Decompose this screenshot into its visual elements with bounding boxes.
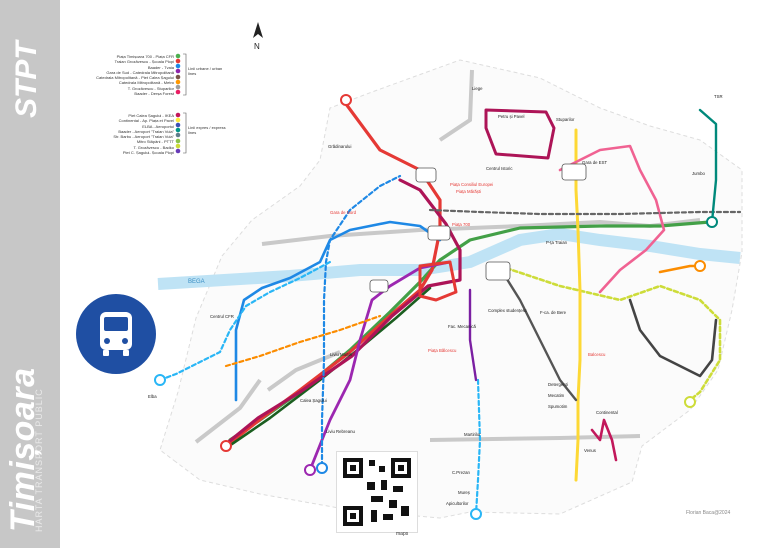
station-label: Spumotim (548, 404, 568, 409)
pink-line (558, 144, 666, 294)
legend-entry: Mitro Stăpâni - PTTT (136, 139, 174, 145)
legend-urban-title: Linii urbane / urban lines (188, 66, 223, 76)
legend-entry: T. Grozăvescu - Stuparilor (127, 85, 174, 91)
station-label: Piața Mărăști (456, 189, 481, 194)
bus-icon (76, 294, 156, 374)
orange-express-line (224, 314, 382, 368)
station-label: Piața Bălcescu (428, 348, 457, 353)
station-label: Calea Șagului (300, 398, 327, 403)
station-label: F-ca. de Bere (540, 310, 567, 315)
north-arrow-icon: N (250, 20, 266, 52)
station-label: Gara de EST (582, 160, 607, 165)
purple-south-line (468, 288, 478, 382)
transit-lines (158, 102, 742, 516)
station-label: C.Prezan (452, 470, 471, 475)
legend-entry: Traian Grozăvescu - Școala Plopi (114, 59, 174, 65)
station-label: Gara de Nord (330, 210, 357, 215)
station-label: Centrul CFR (210, 314, 234, 319)
sidebar-banner: STPT HARTA TRANSPORT PUBLIC Timișoara (0, 0, 60, 548)
station-label: Liviu Rebreanu (326, 429, 356, 434)
legend-entry: Gara de Sud - Catedrala Mitropolitană (106, 69, 174, 75)
grey-express-line (428, 208, 742, 216)
magenta-south-line (590, 418, 618, 462)
legend-entry: Catedrala Mitropolitană - Piet Calea Șag… (96, 75, 174, 81)
lightblue-express-line (158, 260, 332, 382)
station-label: Petru și Pavel (498, 114, 525, 119)
legend-entry: Continental - Ap. Piața et Pavel (118, 118, 174, 124)
station-label: Stuparilor (556, 117, 575, 122)
qr-caption: maps (396, 531, 409, 537)
terminus-markers (154, 94, 718, 520)
magenta-line (224, 178, 462, 446)
station-label: Elba (148, 394, 157, 399)
city-boundary (159, 59, 743, 519)
station-label: Continental (596, 410, 618, 415)
station-label: Centrul Istoric (486, 166, 513, 171)
red-loop (418, 260, 458, 302)
station-label: Liviu Martin (330, 352, 353, 357)
station-label: Complex studențesc (488, 308, 528, 313)
darkgrey-south-line (498, 266, 578, 402)
legend-express-title: Linii expres / express lines (188, 125, 226, 135)
blue-line (234, 220, 442, 402)
darkgrey-line (628, 298, 718, 378)
station-label: Apicultorilor (446, 501, 469, 506)
river-bega (157, 227, 741, 290)
station-label: Detergenți (548, 382, 568, 387)
station-label: Mecatim (548, 393, 565, 398)
station-label: Mureș (458, 490, 470, 495)
station-label: Grădinarului (328, 144, 351, 149)
legend-entry: Piața Timișoara 700 - Piața CFR (116, 54, 174, 59)
qr-code[interactable] (336, 451, 418, 533)
station-label: Piața Consiliul Europei (450, 182, 493, 187)
legend-swatches (175, 53, 187, 154)
legend-urban: Piața Timișoara 700 - Piața CFR Traian G… (84, 54, 174, 96)
magenta-loop (484, 108, 556, 160)
station-label: Fac. Mecanică (448, 324, 477, 329)
legend-entry: ELBA - Aeroportul (142, 123, 174, 129)
legend-entry: T. Grozăvescu - Badko (133, 144, 174, 150)
legend-entry: Baader - Aeroport "Traian Vuia" (118, 128, 174, 134)
river-label: BEGA (188, 279, 205, 285)
yellow-line (574, 128, 582, 482)
station-labels: Grădinarului Liege Gara de Nord Piața Co… (148, 86, 723, 506)
station-label: Liege (472, 86, 483, 91)
station-label: P-ța Traian (546, 240, 568, 245)
station-label: Jumbo (692, 171, 706, 176)
lightblue-south-line (474, 378, 482, 516)
interchange-hubs (369, 163, 587, 293)
blue-express-line (320, 174, 402, 468)
station-label: Piața 700 (452, 222, 471, 227)
map-credit: Florian Baca@2024 (686, 510, 731, 516)
legend-express: Piet Calea Șagului - IKEA Continental - … (84, 113, 174, 155)
legend-entry: Baader - Tvaia (147, 64, 174, 70)
tsr-label: TSR (714, 94, 723, 99)
legend-entry: Piet Calea Șagului - IKEA (128, 113, 174, 118)
north-label: N (254, 42, 260, 51)
station-label: Martirilor (464, 432, 481, 437)
station-label: Venus (584, 448, 596, 453)
teal-line (698, 108, 718, 224)
legend-entry: Str. Barbu - Aeroport "Traian Vuia" (113, 134, 174, 140)
legend-entry: Piet C. Șagului- Școala Plopi (122, 150, 174, 156)
station-label: Balcescu (588, 352, 606, 357)
legend-entry: Catedrala Mitropolitană - Metro (118, 80, 174, 86)
legend-entry: Baader - Derșa Forest (134, 91, 174, 97)
